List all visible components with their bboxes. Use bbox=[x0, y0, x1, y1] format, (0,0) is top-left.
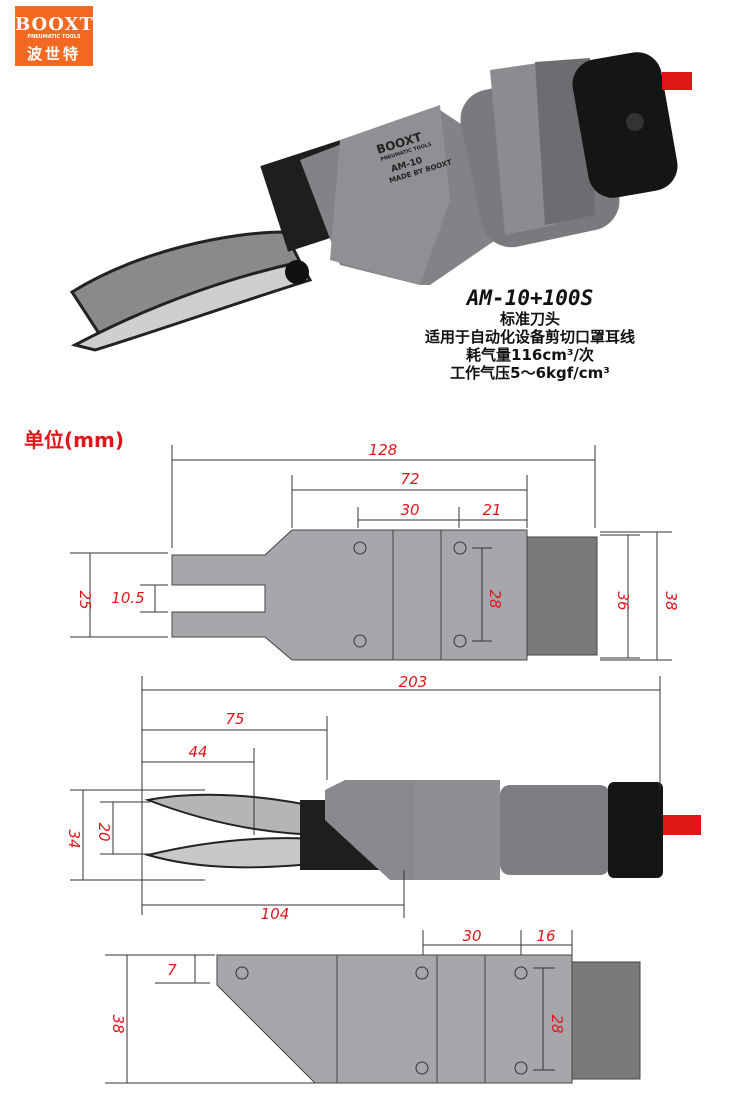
dim-38: 38 bbox=[662, 591, 680, 610]
dim-16: 16 bbox=[536, 927, 555, 945]
dim-44: 44 bbox=[188, 743, 207, 761]
model-name: AM-10+100S bbox=[466, 286, 594, 310]
dim-104: 104 bbox=[261, 905, 290, 923]
dim-7: 7 bbox=[167, 961, 177, 979]
bottom-view-drawing: 30 16 7 38 28 bbox=[105, 927, 641, 1084]
dim-128: 128 bbox=[369, 441, 398, 459]
dim-36: 36 bbox=[614, 591, 632, 610]
logo-chinese: 波世特 bbox=[26, 45, 81, 63]
dim-30: 30 bbox=[400, 501, 419, 519]
dim-34: 34 bbox=[65, 829, 83, 848]
dim-28-bottom: 28 bbox=[548, 1014, 566, 1033]
side-view-drawing: 203 75 44 34 20 104 bbox=[65, 673, 701, 923]
product-photo: BOOXT PNEUMATIC TOOLS AM-10 MADE BY BOOX… bbox=[69, 52, 692, 352]
dim-28: 28 bbox=[486, 589, 504, 608]
logo-brand: BOOXT bbox=[15, 14, 94, 35]
top-view-drawing: 128 72 30 21 25 10.5 28 36 38 bbox=[70, 441, 680, 661]
dim-38-bottom: 38 bbox=[109, 1014, 127, 1033]
brand-logo: BOOXT PNEUMATIC TOOLS 波世特 bbox=[15, 6, 93, 66]
spec-line: 标准刀头 bbox=[499, 310, 560, 328]
spec-block: AM-10+100S 标准刀头 适用于自动化设备剪切口罩耳线 耗气量116cm³… bbox=[380, 286, 680, 382]
dim-203: 203 bbox=[399, 673, 428, 691]
dim-10-5: 10.5 bbox=[111, 589, 144, 607]
spec-line: 工作气压5～6kgf/cm³ bbox=[450, 364, 610, 382]
dim-21: 21 bbox=[482, 501, 501, 519]
dim-75: 75 bbox=[225, 710, 244, 728]
spec-line: 适用于自动化设备剪切口罩耳线 bbox=[424, 328, 635, 346]
dim-20: 20 bbox=[95, 822, 113, 841]
dim-30-bottom: 30 bbox=[462, 927, 481, 945]
logo-tagline: PNEUMATIC TOOLS bbox=[27, 34, 81, 40]
spec-line: 耗气量116cm³/次 bbox=[466, 346, 594, 364]
unit-label: 单位(mm) bbox=[24, 428, 124, 452]
dim-25: 25 bbox=[76, 590, 94, 609]
dim-72: 72 bbox=[400, 470, 419, 488]
